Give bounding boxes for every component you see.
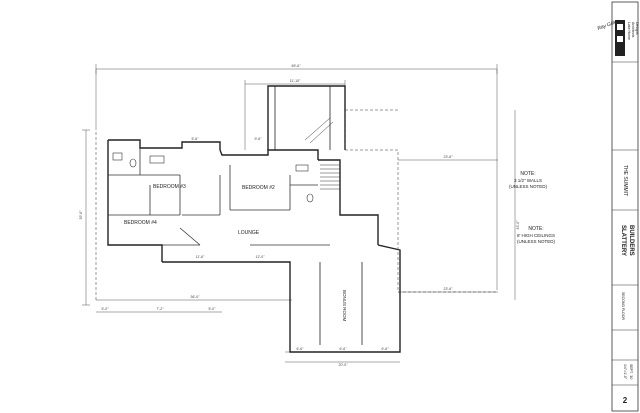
dim-bonus-width: 20'-0" bbox=[339, 363, 349, 367]
svg-text:NOTE:: NOTE: bbox=[528, 226, 543, 232]
svg-text:(UNLESS NOTED): (UNLESS NOTED) bbox=[517, 239, 556, 244]
date-line: SEPT. '10 bbox=[629, 364, 633, 379]
svg-text:8' HIGH CEILINGS: 8' HIGH CEILINGS bbox=[517, 233, 555, 238]
svg-text:3 1/2" WALLS: 3 1/2" WALLS bbox=[514, 178, 542, 183]
dim-bed3-top: 5'-6" bbox=[192, 137, 200, 141]
room-label-bedroom2: BEDROOM #2 bbox=[242, 185, 275, 191]
dim-upper-span: 11'-10" bbox=[290, 79, 301, 83]
note-walls: NOTE: 3 1/2" WALLS (UNLESS NOTED) bbox=[509, 171, 548, 189]
dim-bottom-span: 36'-0" bbox=[191, 295, 201, 299]
project-name: THE SUMMIT bbox=[622, 165, 628, 196]
dim-left-height: 39'-6" bbox=[79, 210, 83, 220]
dim-bonus-c: 6'-6" bbox=[382, 347, 390, 351]
dim-right-height: 43'-0" bbox=[516, 220, 520, 230]
room-label-lounge: LOUNGE bbox=[238, 230, 260, 236]
room-label-bedroom4: BEDROOM #4 bbox=[124, 220, 157, 226]
dim-mid-b: 12'-0" bbox=[256, 255, 266, 259]
dim-lower-a: 5'-0" bbox=[102, 307, 110, 311]
dim-mid-a: 11'-6" bbox=[196, 255, 205, 259]
logo-line-2: Architects bbox=[631, 22, 635, 38]
svg-text:NOTE:: NOTE: bbox=[520, 171, 535, 177]
room-label-bonus: BONUS ROOM bbox=[342, 290, 347, 322]
dim-lower-b: 7'-2" bbox=[157, 307, 165, 311]
svg-text:(UNLESS NOTED): (UNLESS NOTED) bbox=[509, 184, 548, 189]
builder-line-2: BUILDERS bbox=[628, 225, 634, 256]
logo-icon bbox=[615, 20, 625, 56]
page-number: 2 bbox=[623, 396, 628, 405]
builder-line-1: SLATTERY bbox=[620, 225, 626, 256]
note-ceiling: NOTE: 8' HIGH CEILINGS (UNLESS NOTED) bbox=[517, 226, 556, 244]
logo-line-1: Lake Home bbox=[627, 22, 631, 40]
dim-bed2-top: 9'-6" bbox=[255, 137, 263, 141]
sheet-label: SECOND FLOOR bbox=[621, 292, 625, 320]
dim-overall-width: 65'-6" bbox=[292, 64, 302, 68]
dim-bonus-a: 6'-6" bbox=[297, 347, 305, 351]
room-label-bedroom3: BEDROOM #3 bbox=[153, 184, 186, 190]
logo-line-3: Designs bbox=[635, 22, 639, 35]
dim-right-bottom: 23'-6" bbox=[444, 287, 454, 291]
dim-right-top: 23'-6" bbox=[444, 155, 454, 159]
title-block-frame bbox=[611, 1, 639, 412]
dim-lower-c: 5'-0" bbox=[209, 307, 217, 311]
scale-line: 1/4"=1'-0" bbox=[623, 364, 627, 380]
dim-bonus-b: 6'-6" bbox=[340, 347, 348, 351]
